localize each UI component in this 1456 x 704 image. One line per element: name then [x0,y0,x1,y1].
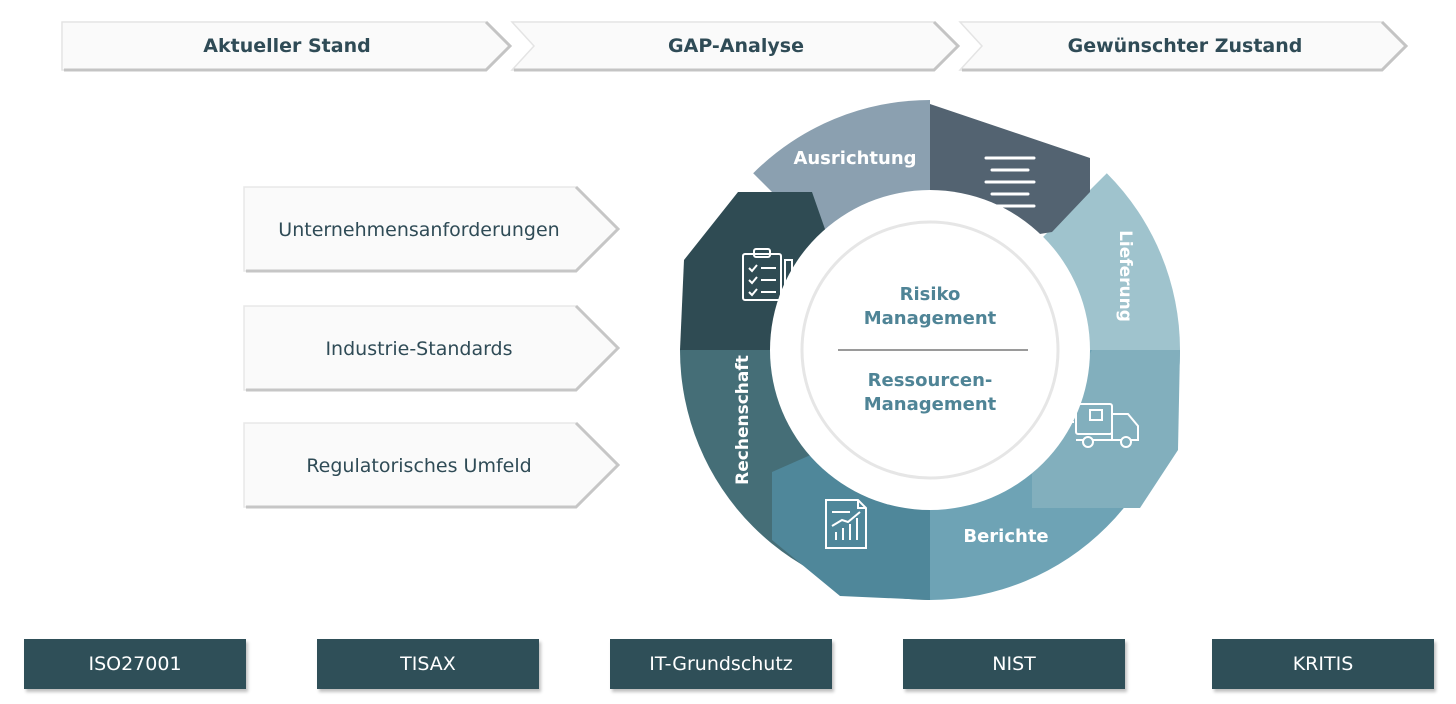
menu-icon [984,156,1036,208]
center-label-risk-line2: Management [864,308,997,329]
process-step-target-state: Gewünschter Zustand [958,20,1410,72]
delivery-truck-icon [1064,403,1139,448]
process-step-label: Aktueller Stand [203,35,371,57]
report-chart-icon [825,499,867,549]
chevron-shape [958,20,1409,72]
governance-wheel: Ausrichtung Lieferung Berichte Rechensch… [680,100,1180,600]
segment-label-berichte: Berichte [963,526,1048,547]
chevron-shape [61,20,513,72]
input-label: Industrie-Standards [325,338,513,360]
input-label: Regulatorisches Umfeld [306,455,532,477]
chevron-shape [243,304,621,392]
standard-badge-iso27001: ISO27001 [24,639,246,689]
standard-badge-tisax: TISAX [317,639,539,689]
process-step-gap-analysis: GAP-Analyse [510,20,961,72]
clipboard-checklist-icon [742,248,793,301]
segment-label-rechenschaft: Rechenschaft [733,355,753,485]
process-step-current-state: Aktueller Stand [61,20,513,72]
block-delivery [1032,350,1180,508]
center-label-resource-line1: Ressourcen- [868,370,993,391]
segment-label-ausrichtung: Ausrichtung [793,148,916,169]
input-regulatory-environment: Regulatorisches Umfeld [243,421,622,511]
input-label: Unternehmensanforderungen [278,219,560,241]
center-label-risk-line1: Risiko [900,284,961,305]
segment-label-lieferung: Lieferung [1115,230,1135,322]
center-label-resource-line2: Management [864,394,997,415]
process-step-label: Gewünschter Zustand [1067,35,1303,57]
standard-badge-nist: NIST [903,639,1125,689]
input-industry-standards: Industrie-Standards [243,304,622,394]
input-business-requirements: Unternehmensanforderungen [243,185,622,275]
chevron-shape [510,20,961,72]
standard-badge-kritis: KRITIS [1212,639,1434,689]
process-step-label: GAP-Analyse [668,35,804,57]
standard-badge-it-grundschutz: IT-Grundschutz [610,639,832,689]
chevron-shape [243,185,621,273]
chevron-shape [243,421,621,509]
